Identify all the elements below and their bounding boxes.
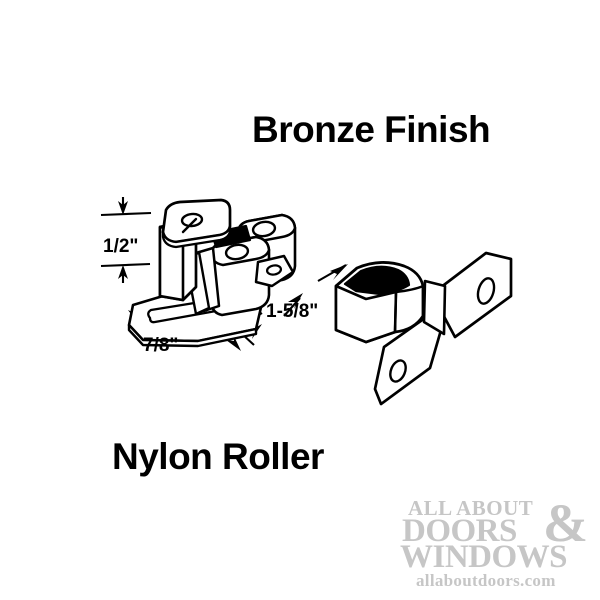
bracket-channel-lip [394, 284, 425, 294]
base-plate-edge [127, 323, 258, 348]
roller-rear-tab-hole [265, 264, 283, 276]
mounting-block-corner-line [181, 217, 198, 234]
logo-domain-text: allaboutdoors.com [416, 571, 556, 590]
dimension-label-width: 7/8" [143, 335, 179, 356]
logo-line-windows: WINDOWS [400, 539, 568, 575]
logo-line-doors: DOORS [402, 513, 517, 549]
bracket-channel-opening-shadow [343, 265, 411, 296]
finish-label: Bronze Finish [252, 109, 491, 150]
mounting-bracket-drawing [334, 251, 513, 406]
logo-ampersand: & [543, 493, 588, 553]
logo-line-all-about: ALL ABOUT [408, 496, 534, 520]
mounting-block-top-edge [161, 224, 232, 249]
mounting-block-hole [180, 212, 204, 228]
dimension-arrow-down [118, 201, 128, 215]
dimension-arrow-up [118, 265, 128, 279]
dimension-arrow-right [226, 334, 241, 351]
bracket-channel-inner-edge [393, 290, 398, 334]
dimension-arrow-upright-2 [330, 264, 348, 280]
dimension-label-length: 1-5/8" [266, 301, 319, 322]
product-name-label: Nylon Roller [112, 436, 324, 477]
roller-assembly-drawing [127, 198, 297, 348]
dimension-label-height: 1/2" [103, 236, 139, 257]
brand-watermark-logo: ALL ABOUT DOORS & WINDOWS allaboutdoors.… [396, 493, 588, 590]
rear-roller-hub-hole [251, 220, 277, 238]
bracket-upper-flange-hole [476, 277, 496, 305]
bracket-lower-flange-hole [389, 359, 407, 383]
dimension-arrow-upright [288, 293, 303, 309]
bracket-upper-flange [430, 251, 513, 339]
front-roller-hub-hole [224, 243, 250, 261]
